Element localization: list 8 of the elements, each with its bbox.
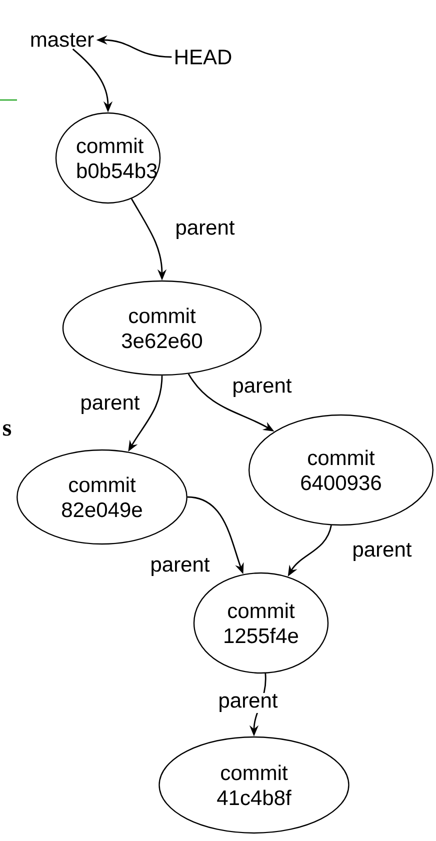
edge-label: parent <box>231 378 293 398</box>
edge-label: parent <box>174 220 236 240</box>
text-fragment: s <box>3 424 12 436</box>
ref-label: master <box>31 33 94 47</box>
edge-label: parent <box>351 542 413 562</box>
ref-label: HEAD <box>176 50 232 64</box>
edge-label: parent <box>217 693 279 713</box>
edge-label: parent <box>79 395 141 415</box>
